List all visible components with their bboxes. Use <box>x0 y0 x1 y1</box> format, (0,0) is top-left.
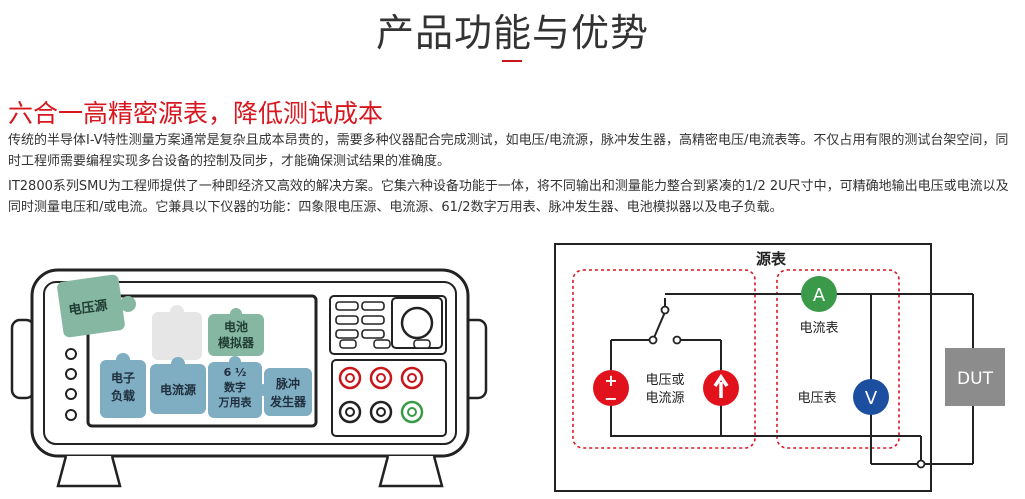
key-button <box>361 329 385 339</box>
svg-text:电压源: 电压源 <box>68 297 109 318</box>
panel-button <box>65 388 77 400</box>
dut-block <box>945 348 1005 406</box>
key-button <box>335 315 359 325</box>
key-button <box>361 301 385 311</box>
svg-text:−: − <box>604 389 617 408</box>
voltage-source-symbol: + − <box>593 370 629 408</box>
svg-text:电池: 电池 <box>224 319 248 334</box>
title-underline <box>502 60 522 62</box>
current-source-symbol <box>703 370 739 406</box>
key-button <box>361 315 385 325</box>
smu-circuit-diagram: 源表 + − 电压或 电流源 A 电流表 <box>554 243 1005 492</box>
svg-text:负载: 负载 <box>111 388 135 403</box>
smu-box <box>554 243 932 492</box>
dut-label: DUT <box>957 369 994 389</box>
puzzle-battery-simulator: 电池 模拟器 <box>208 308 264 356</box>
left-foot <box>56 455 122 488</box>
source-label-line1: 电压或 <box>645 373 684 388</box>
green-terminal-core <box>407 407 417 417</box>
ammeter-label: 电流表 <box>799 321 838 336</box>
red-terminal-core <box>376 373 386 383</box>
key-button <box>335 329 359 339</box>
svg-text:发生器: 发生器 <box>269 394 307 409</box>
voltmeter-symbol: V <box>853 379 889 415</box>
svg-text:+: + <box>604 371 617 390</box>
black-terminal-core <box>345 407 355 417</box>
source-label-line2: 电流源 <box>645 391 684 406</box>
meter-dashed-region <box>776 269 900 449</box>
svg-text:V: V <box>865 388 878 409</box>
svg-text:数字: 数字 <box>224 380 246 394</box>
smu-instrument-illustration: 电压源 电池 模拟器 电子 负载 电流源 6 ½ 数字 万用表 脉冲 发生器 <box>10 268 488 488</box>
svg-text:A: A <box>813 285 826 306</box>
voltmeter-label: 电压表 <box>797 391 836 406</box>
red-terminal-core <box>407 373 417 383</box>
small-key <box>339 339 357 349</box>
switch-contact <box>672 335 682 345</box>
source-dashed-region <box>572 269 756 449</box>
page-title: 产品功能与优势 <box>375 11 649 55</box>
solution-paragraph: IT2800系列SMU为工程师提供了一种即经济又高效的解决方案。它集六种设备功能… <box>8 179 1009 215</box>
red-terminal-core <box>345 373 355 383</box>
smu-box-title: 源表 <box>756 250 787 268</box>
rotary-knob <box>400 306 434 340</box>
panel-button <box>65 348 77 360</box>
puzzle-electronic-load: 电子 负载 <box>100 353 146 418</box>
right-foot <box>378 455 444 488</box>
ammeter-symbol: A <box>801 276 837 312</box>
panel-button <box>65 368 77 380</box>
svg-text:6 ½: 6 ½ <box>224 366 247 379</box>
small-key <box>413 339 431 349</box>
small-key <box>373 339 391 349</box>
svg-text:脉冲: 脉冲 <box>275 376 300 391</box>
key-button <box>335 301 359 311</box>
svg-text:电子: 电子 <box>111 370 135 385</box>
svg-text:模拟器: 模拟器 <box>218 335 255 350</box>
svg-text:万用表: 万用表 <box>218 395 253 409</box>
svg-text:电流源: 电流源 <box>160 382 196 397</box>
puzzle-current-source: 电流源 <box>150 357 206 414</box>
section-heading: 六合一高精密源表，降低测试成本 <box>8 99 384 128</box>
black-terminal-core <box>376 407 386 417</box>
panel-button <box>65 409 77 421</box>
switch-pivot <box>660 305 670 315</box>
intro-paragraph: 传统的半导体I-V特性测量方案通常是复杂且成本昂贵的，需要多种仪器配合完成测试，… <box>8 133 1009 169</box>
puzzle-pulse-generator: 脉冲 发生器 <box>258 368 312 416</box>
puzzle-digital-multimeter: 6 ½ 数字 万用表 <box>208 356 262 418</box>
switch-contact <box>648 335 658 345</box>
puzzle-blank <box>152 305 202 360</box>
junction-node <box>916 459 926 469</box>
puzzle-voltage-source: 电压源 <box>57 274 136 338</box>
